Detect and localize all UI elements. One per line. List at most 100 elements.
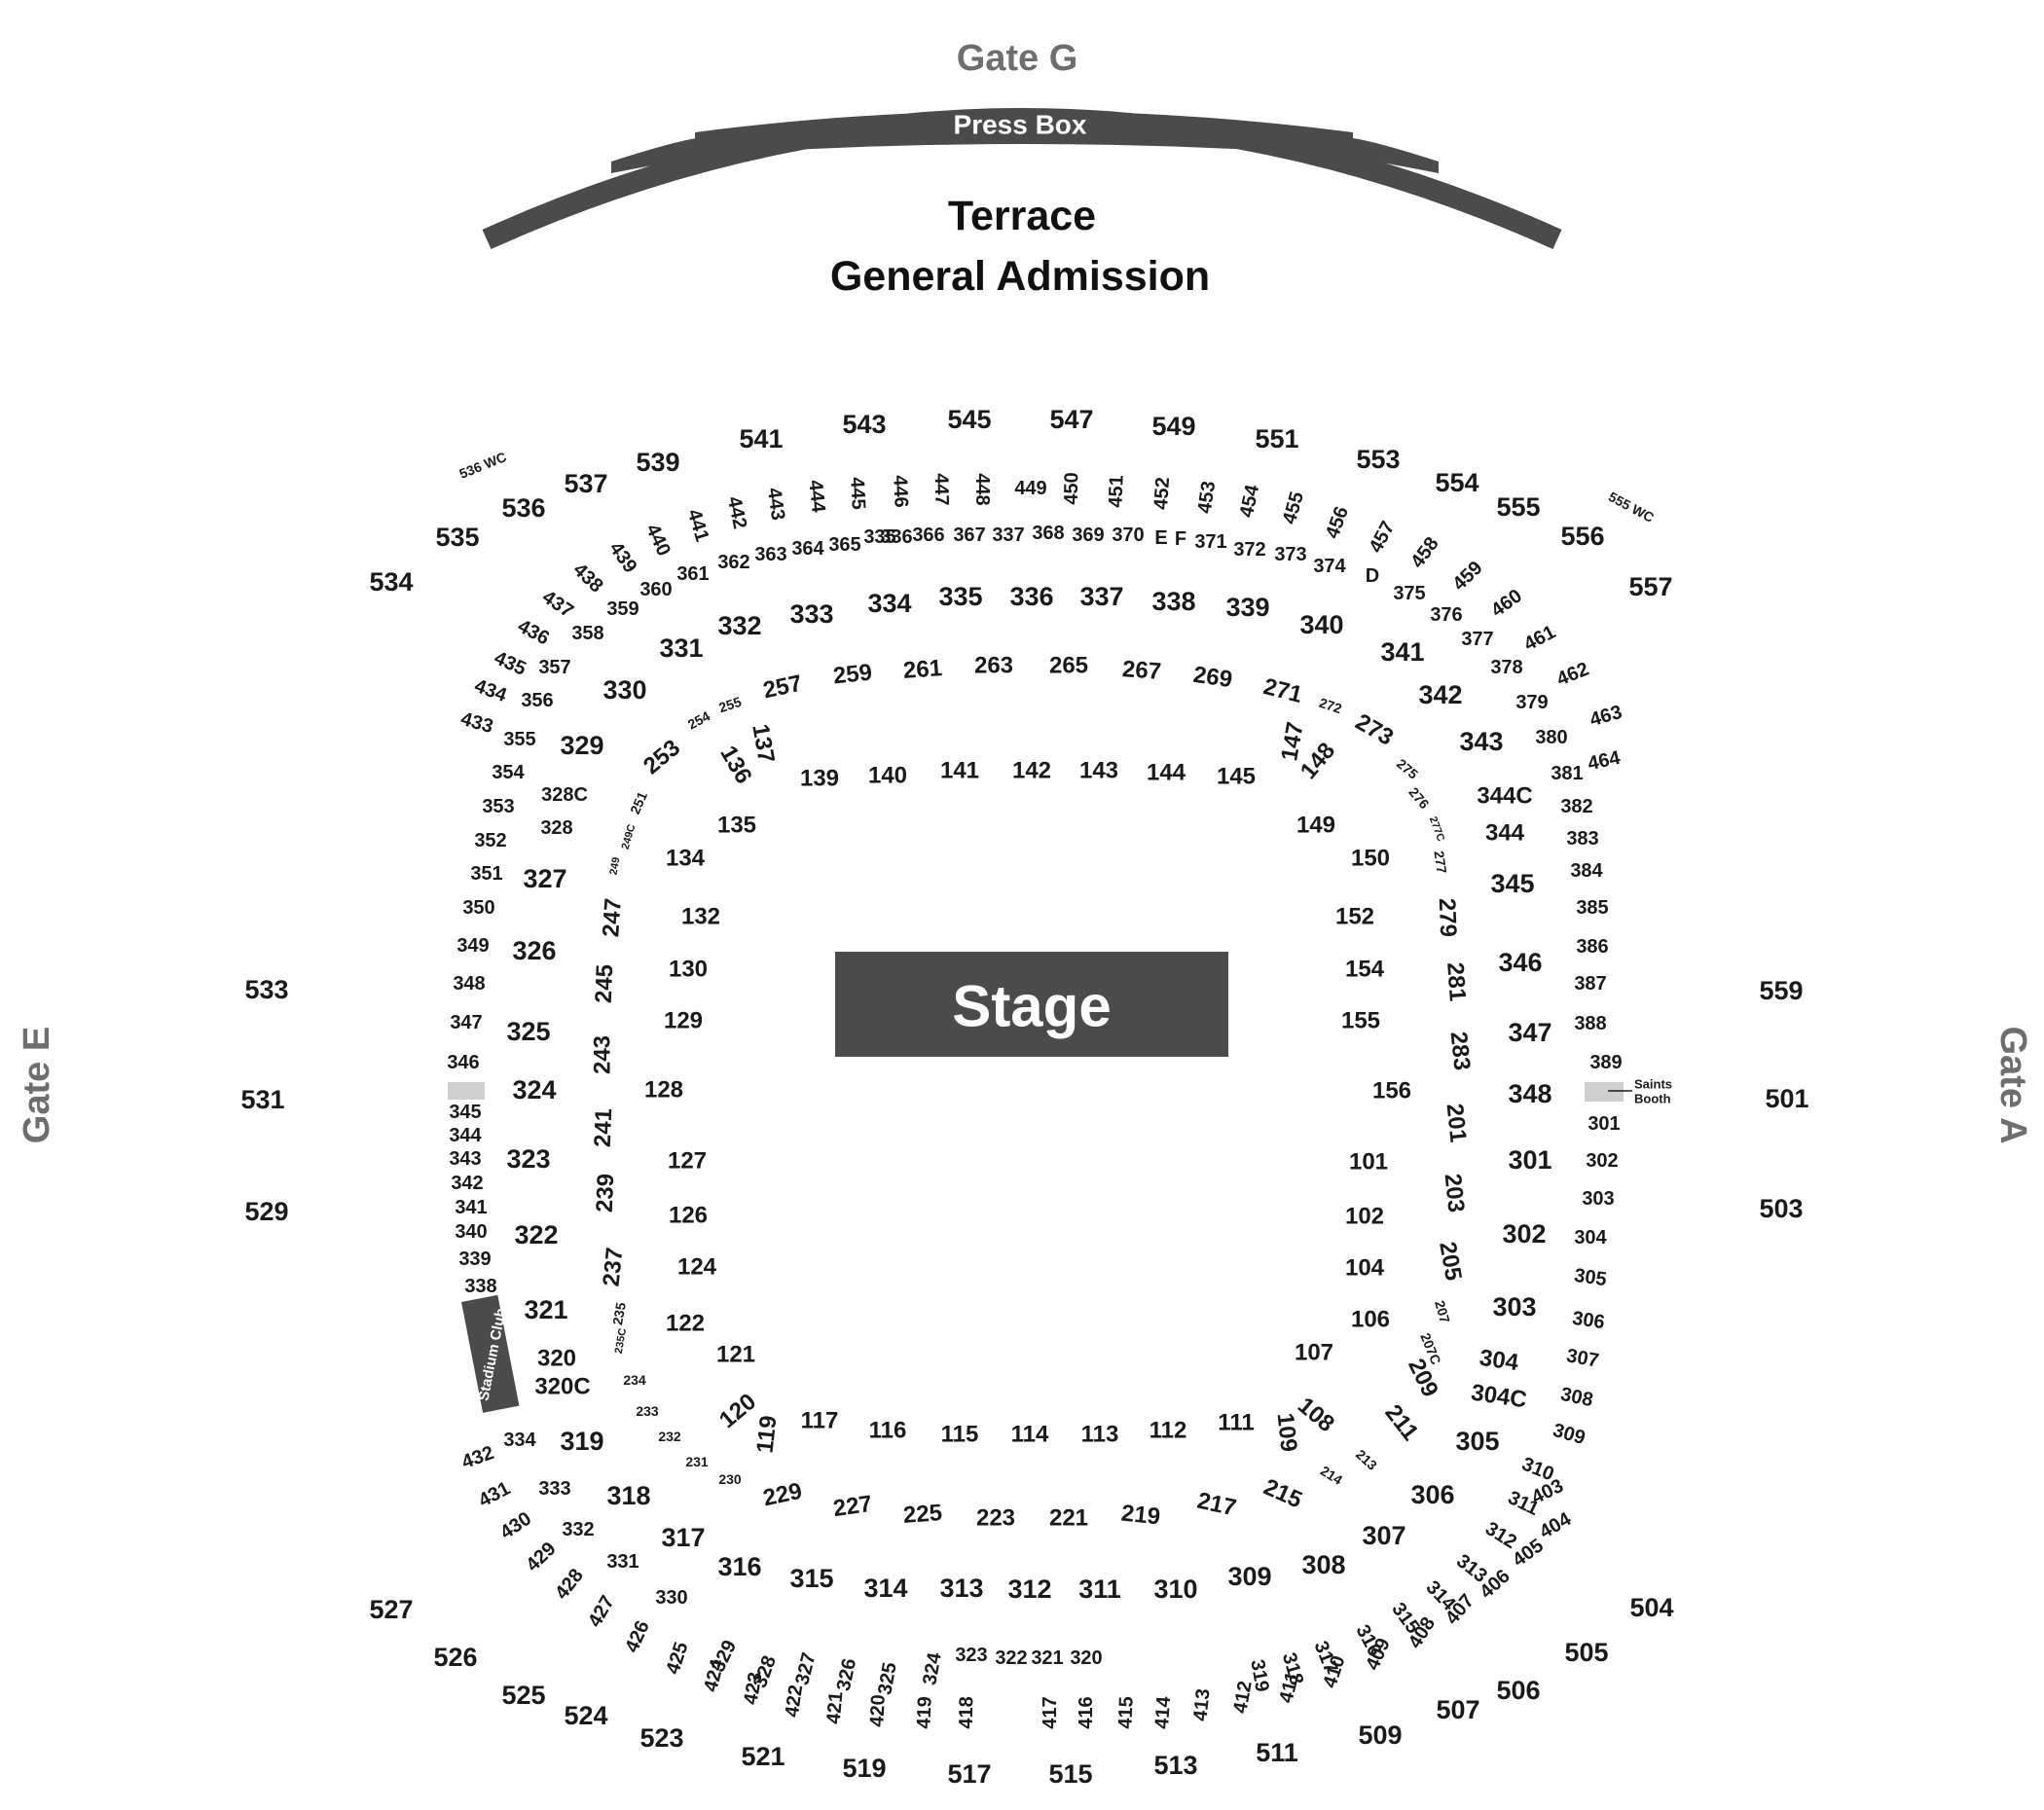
section-d[interactable]: D	[1366, 565, 1379, 587]
section-322[interactable]: 322	[995, 1647, 1027, 1669]
section-122[interactable]: 122	[666, 1311, 705, 1337]
section-379[interactable]: 379	[1515, 692, 1548, 713]
section-430[interactable]: 430	[496, 1508, 535, 1544]
section-247[interactable]: 247	[598, 897, 627, 938]
section-428[interactable]: 428	[551, 1565, 588, 1604]
section-413[interactable]: 413	[1189, 1687, 1214, 1721]
section-134[interactable]: 134	[666, 846, 706, 872]
section-f[interactable]: F	[1175, 528, 1186, 550]
section-526[interactable]: 526	[433, 1643, 477, 1672]
section-448[interactable]: 448	[971, 473, 993, 505]
section-320c[interactable]: 320C	[534, 1374, 590, 1400]
section-340[interactable]: 340	[1299, 610, 1343, 639]
section-301[interactable]: 301	[1588, 1113, 1620, 1135]
section-419[interactable]: 419	[913, 1696, 935, 1729]
section-431[interactable]: 431	[475, 1477, 514, 1511]
section-233[interactable]: 233	[636, 1403, 659, 1419]
section-111[interactable]: 111	[1218, 1410, 1254, 1436]
section-144[interactable]: 144	[1147, 760, 1186, 786]
section-265[interactable]: 265	[1049, 653, 1088, 679]
section-555[interactable]: 555	[1496, 492, 1540, 522]
section-367[interactable]: 367	[953, 525, 985, 546]
section-320[interactable]: 320	[1070, 1647, 1102, 1669]
section-543[interactable]: 543	[842, 410, 886, 439]
section-353[interactable]: 353	[482, 796, 514, 817]
section-304[interactable]: 304	[1574, 1227, 1607, 1249]
section-277c[interactable]: 277C	[1427, 815, 1446, 844]
section-214[interactable]: 214	[1318, 1463, 1345, 1488]
section-326[interactable]: 326	[833, 1656, 860, 1692]
section-549[interactable]: 549	[1151, 412, 1195, 441]
section-308[interactable]: 308	[1301, 1550, 1345, 1579]
section-341[interactable]: 341	[455, 1197, 487, 1218]
section-140[interactable]: 140	[868, 763, 907, 789]
section-328c[interactable]: 328C	[541, 784, 588, 806]
section-511[interactable]: 511	[1256, 1738, 1298, 1767]
section-529[interactable]: 529	[244, 1197, 288, 1226]
section-306[interactable]: 306	[1571, 1308, 1606, 1333]
section-382[interactable]: 382	[1560, 796, 1592, 817]
section-551[interactable]: 551	[1255, 424, 1298, 453]
section-336[interactable]: 336	[880, 526, 912, 548]
section-211[interactable]: 211	[1379, 1399, 1423, 1445]
section-263[interactable]: 263	[974, 653, 1013, 679]
section-355[interactable]: 355	[503, 729, 535, 750]
section-416[interactable]: 416	[1076, 1696, 1097, 1728]
section-343[interactable]: 343	[449, 1148, 481, 1170]
section-313[interactable]: 313	[939, 1574, 983, 1603]
section-451[interactable]: 451	[1105, 475, 1127, 508]
section-437[interactable]: 437	[538, 587, 577, 623]
section-259[interactable]: 259	[832, 659, 874, 689]
section-276[interactable]: 276	[1405, 784, 1432, 812]
section-341[interactable]: 341	[1380, 637, 1424, 667]
section-527[interactable]: 527	[369, 1595, 413, 1624]
section-404[interactable]: 404	[1536, 1508, 1576, 1543]
section-217[interactable]: 217	[1195, 1488, 1239, 1522]
section-438[interactable]: 438	[568, 559, 606, 597]
section-230[interactable]: 230	[718, 1471, 742, 1487]
section-302[interactable]: 302	[1586, 1150, 1618, 1172]
section-435[interactable]: 435	[491, 647, 529, 680]
section-388[interactable]: 388	[1574, 1013, 1606, 1034]
section-464[interactable]: 464	[1586, 747, 1623, 776]
section-115[interactable]: 115	[941, 1422, 979, 1448]
section-539[interactable]: 539	[636, 448, 679, 477]
stadium-club[interactable]	[461, 1294, 520, 1413]
section-380[interactable]: 380	[1535, 727, 1567, 748]
section-536[interactable]: 536	[501, 493, 545, 523]
section-350[interactable]: 350	[462, 897, 494, 919]
section-556[interactable]: 556	[1560, 522, 1604, 551]
section-559[interactable]: 559	[1759, 976, 1803, 1005]
section-237[interactable]: 237	[598, 1247, 628, 1288]
section-356[interactable]: 356	[521, 690, 553, 711]
section-330[interactable]: 330	[602, 675, 646, 705]
section-332[interactable]: 332	[562, 1519, 594, 1540]
section-342[interactable]: 342	[1418, 680, 1462, 709]
section-357[interactable]: 357	[538, 657, 570, 678]
section-425[interactable]: 425	[662, 1640, 692, 1678]
section-251[interactable]: 251	[627, 789, 650, 816]
section-132[interactable]: 132	[681, 904, 720, 930]
section-201[interactable]: 201	[1441, 1103, 1471, 1144]
section-462[interactable]: 462	[1553, 659, 1591, 691]
section-312[interactable]: 312	[1007, 1575, 1051, 1604]
section-414[interactable]: 414	[1151, 1695, 1175, 1730]
section-305[interactable]: 305	[1573, 1265, 1608, 1290]
section-446[interactable]: 446	[889, 475, 911, 508]
section-320[interactable]: 320	[537, 1346, 576, 1372]
section-322[interactable]: 322	[514, 1220, 558, 1249]
section-443[interactable]: 443	[763, 487, 788, 522]
section-347[interactable]: 347	[450, 1012, 482, 1033]
section-309[interactable]: 309	[1227, 1562, 1271, 1591]
section-366[interactable]: 366	[912, 525, 944, 546]
section-447[interactable]: 447	[931, 473, 953, 506]
section-342[interactable]: 342	[451, 1173, 483, 1194]
section-369[interactable]: 369	[1072, 525, 1104, 546]
section-307[interactable]: 307	[1565, 1345, 1601, 1371]
section-127[interactable]: 127	[668, 1148, 707, 1175]
stage[interactable]	[835, 952, 1228, 1057]
section-311[interactable]: 311	[1078, 1575, 1121, 1604]
section-205[interactable]: 205	[1434, 1240, 1467, 1283]
section-101[interactable]: 101	[1349, 1149, 1388, 1176]
section-459[interactable]: 459	[1448, 557, 1486, 595]
